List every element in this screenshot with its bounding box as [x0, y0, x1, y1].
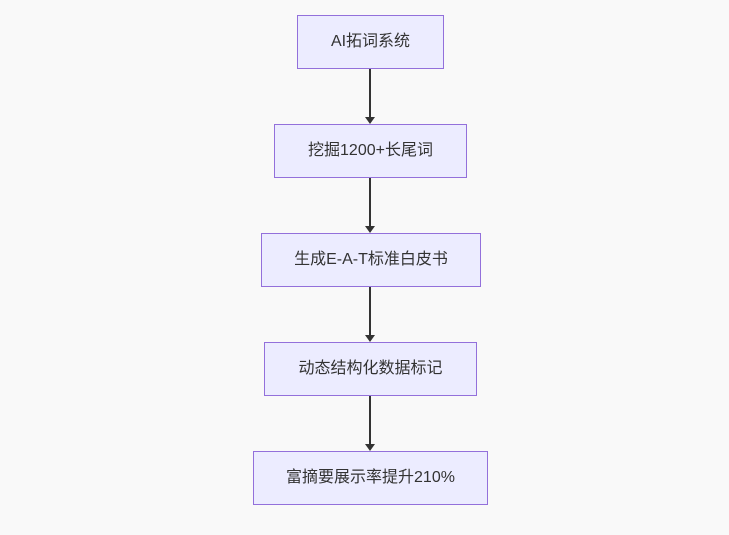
flowchart-node-rich-snippet-result: 富摘要展示率提升210% [253, 451, 488, 505]
flowchart-node-label: AI拓词系统 [330, 33, 411, 51]
flowchart-node-longtail-keywords: 挖掘1200+长尾词 [274, 124, 467, 178]
flowchart-node-label: 生成E-A-T标准白皮书 [294, 251, 448, 269]
flowchart-node-label: 富摘要展示率提升210% [286, 469, 455, 487]
flowchart-edge-arrow [369, 287, 371, 335]
flowchart-node-eat-whitepaper: 生成E-A-T标准白皮书 [261, 233, 481, 287]
flowchart-edge-arrow [369, 396, 371, 444]
flowchart-edge-arrow [369, 69, 371, 117]
flowchart-node-label: 动态结构化数据标记 [298, 360, 443, 378]
flowchart-node-structured-data: 动态结构化数据标记 [264, 342, 477, 396]
flowchart-node-label: 挖掘1200+长尾词 [308, 142, 433, 160]
flowchart-node-ai-system: AI拓词系统 [297, 15, 444, 69]
flowchart-edge-arrow [369, 178, 371, 226]
